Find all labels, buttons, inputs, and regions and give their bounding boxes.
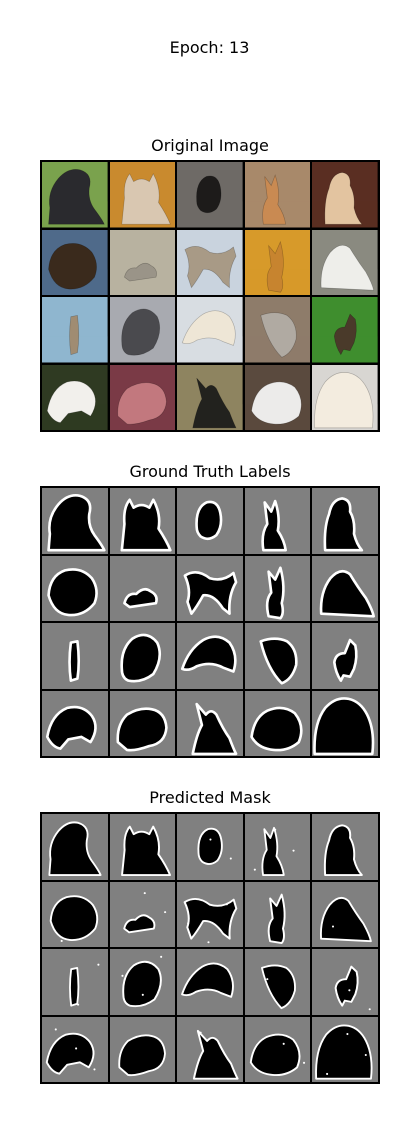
photo-tile [244, 162, 311, 228]
predicted-panel-title: Predicted Mask [149, 788, 271, 807]
photo-tile [312, 229, 378, 295]
photo-tile [42, 162, 108, 228]
ground-truth-mask-tile [109, 555, 176, 621]
ground-truth-mask-tile [177, 690, 243, 756]
photo-tile [244, 229, 311, 295]
ground-truth-mask-tile [244, 555, 311, 621]
predicted-mask-tile [312, 881, 378, 947]
predicted-mask-tile [42, 1016, 108, 1082]
predicted-mask-tile [177, 949, 243, 1015]
photo-tile [109, 162, 176, 228]
ground-truth-mask-tile [312, 690, 378, 756]
photo-tile [312, 364, 378, 430]
ground-truth-mask-tile [42, 488, 108, 554]
photo-tile [244, 297, 311, 363]
photo-tile [177, 229, 243, 295]
ground-truth-mask-tile [109, 488, 176, 554]
ground-truth-mask-tile [312, 555, 378, 621]
photo-tile [109, 364, 176, 430]
predicted-mask-grid [40, 812, 380, 1084]
original-panel-title: Original Image [151, 136, 269, 155]
ground-truth-mask-tile [312, 488, 378, 554]
ground-truth-mask-tile [244, 488, 311, 554]
original-image-grid [40, 160, 380, 432]
predicted-mask-tile [109, 881, 176, 947]
ground-truth-mask-tile [109, 690, 176, 756]
predicted-mask-tile [244, 949, 311, 1015]
predicted-mask-tile [109, 814, 176, 880]
photo-tile [109, 297, 176, 363]
photo-tile [244, 364, 311, 430]
ground-truth-mask-tile [244, 690, 311, 756]
predicted-mask-tile [109, 949, 176, 1015]
predicted-mask-tile [244, 814, 311, 880]
ground-truth-mask-tile [177, 555, 243, 621]
photo-tile [42, 364, 108, 430]
ground-truth-mask-tile [177, 488, 243, 554]
ground-truth-mask-tile [177, 623, 243, 689]
predicted-mask-tile [42, 814, 108, 880]
predicted-mask-tile [244, 1016, 311, 1082]
photo-tile [312, 297, 378, 363]
photo-tile [312, 162, 378, 228]
ground-truth-mask-tile [312, 623, 378, 689]
ground-truth-mask-tile [42, 690, 108, 756]
ground-truth-grid [40, 486, 380, 758]
photo-tile [177, 297, 243, 363]
predicted-mask-tile [177, 881, 243, 947]
predicted-mask-tile [109, 1016, 176, 1082]
predicted-mask-tile [244, 881, 311, 947]
ground-truth-mask-tile [109, 623, 176, 689]
photo-tile [42, 297, 108, 363]
photo-tile [109, 229, 176, 295]
ground-truth-mask-tile [244, 623, 311, 689]
predicted-mask-tile [177, 814, 243, 880]
predicted-mask-tile [42, 949, 108, 1015]
ground-truth-mask-tile [42, 623, 108, 689]
photo-tile [177, 364, 243, 430]
predicted-mask-tile [312, 949, 378, 1015]
predicted-mask-tile [312, 814, 378, 880]
photo-tile [177, 162, 243, 228]
figure-suptitle: Epoch: 13 [169, 38, 250, 57]
ground-truth-mask-tile [42, 555, 108, 621]
predicted-mask-tile [312, 1016, 378, 1082]
ground-truth-panel-title: Ground Truth Labels [129, 462, 291, 481]
predicted-mask-tile [177, 1016, 243, 1082]
predicted-mask-tile [42, 881, 108, 947]
photo-tile [42, 229, 108, 295]
